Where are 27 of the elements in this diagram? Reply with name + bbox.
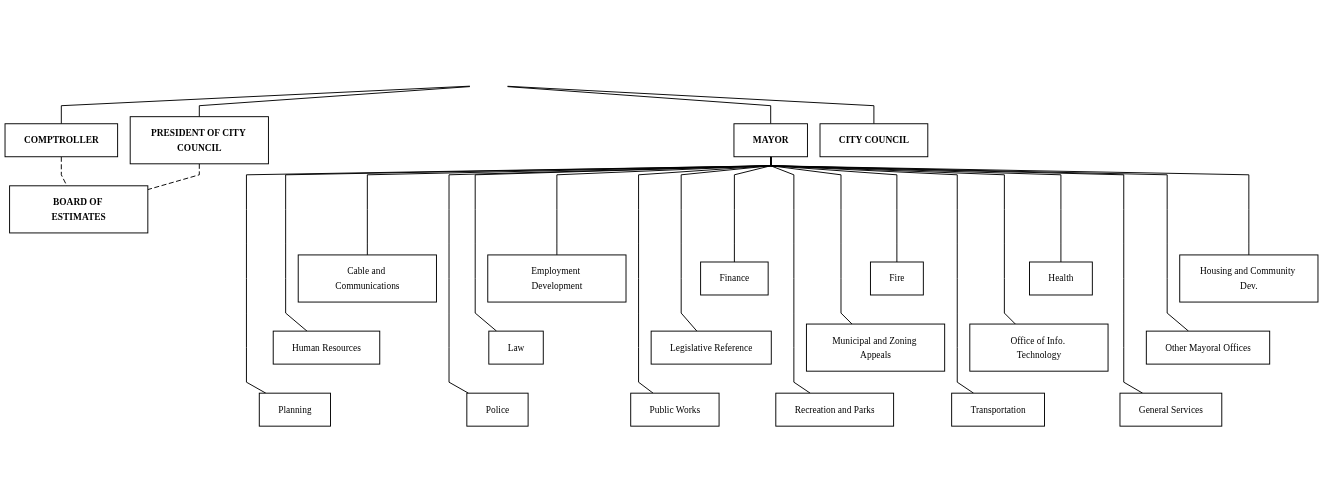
node-box: Human Resources bbox=[272, 330, 381, 365]
connector-line bbox=[198, 86, 471, 118]
node-box: Public Works bbox=[630, 392, 720, 427]
node-box: Cable and Communications bbox=[297, 254, 437, 303]
connector-line bbox=[147, 163, 200, 191]
node-box: Police bbox=[466, 392, 529, 427]
connector-line bbox=[60, 156, 68, 187]
node-box: Finance bbox=[700, 261, 769, 296]
node-box: Recreation and Parks bbox=[775, 392, 895, 427]
node-box: Fire bbox=[869, 261, 924, 296]
node-box: Municipal and Zoning Appeals bbox=[805, 323, 946, 372]
node-box: Other Mayoral Offices bbox=[1145, 330, 1271, 365]
node-box: Law bbox=[488, 330, 544, 365]
node-box: General Services bbox=[1119, 392, 1223, 427]
node-box: Housing and Community Dev. bbox=[1179, 254, 1319, 303]
node-box: CITY COUNCIL bbox=[819, 123, 929, 158]
node-box: PRESIDENT OF CITY COUNCIL bbox=[129, 116, 269, 165]
node-box: BOARD OF ESTIMATES bbox=[9, 185, 149, 234]
node-box: Transportation bbox=[951, 392, 1045, 427]
node-box: Planning bbox=[258, 392, 331, 427]
node-box: MAYOR bbox=[733, 123, 808, 158]
node-box: Health bbox=[1029, 261, 1093, 296]
node-box: COMPTROLLER bbox=[4, 123, 119, 158]
node-box: Employment Development bbox=[487, 254, 627, 303]
node-box: Legislative Reference bbox=[650, 330, 772, 365]
node-box: Office of Info. Technology bbox=[969, 323, 1109, 372]
connector-line bbox=[507, 85, 875, 125]
